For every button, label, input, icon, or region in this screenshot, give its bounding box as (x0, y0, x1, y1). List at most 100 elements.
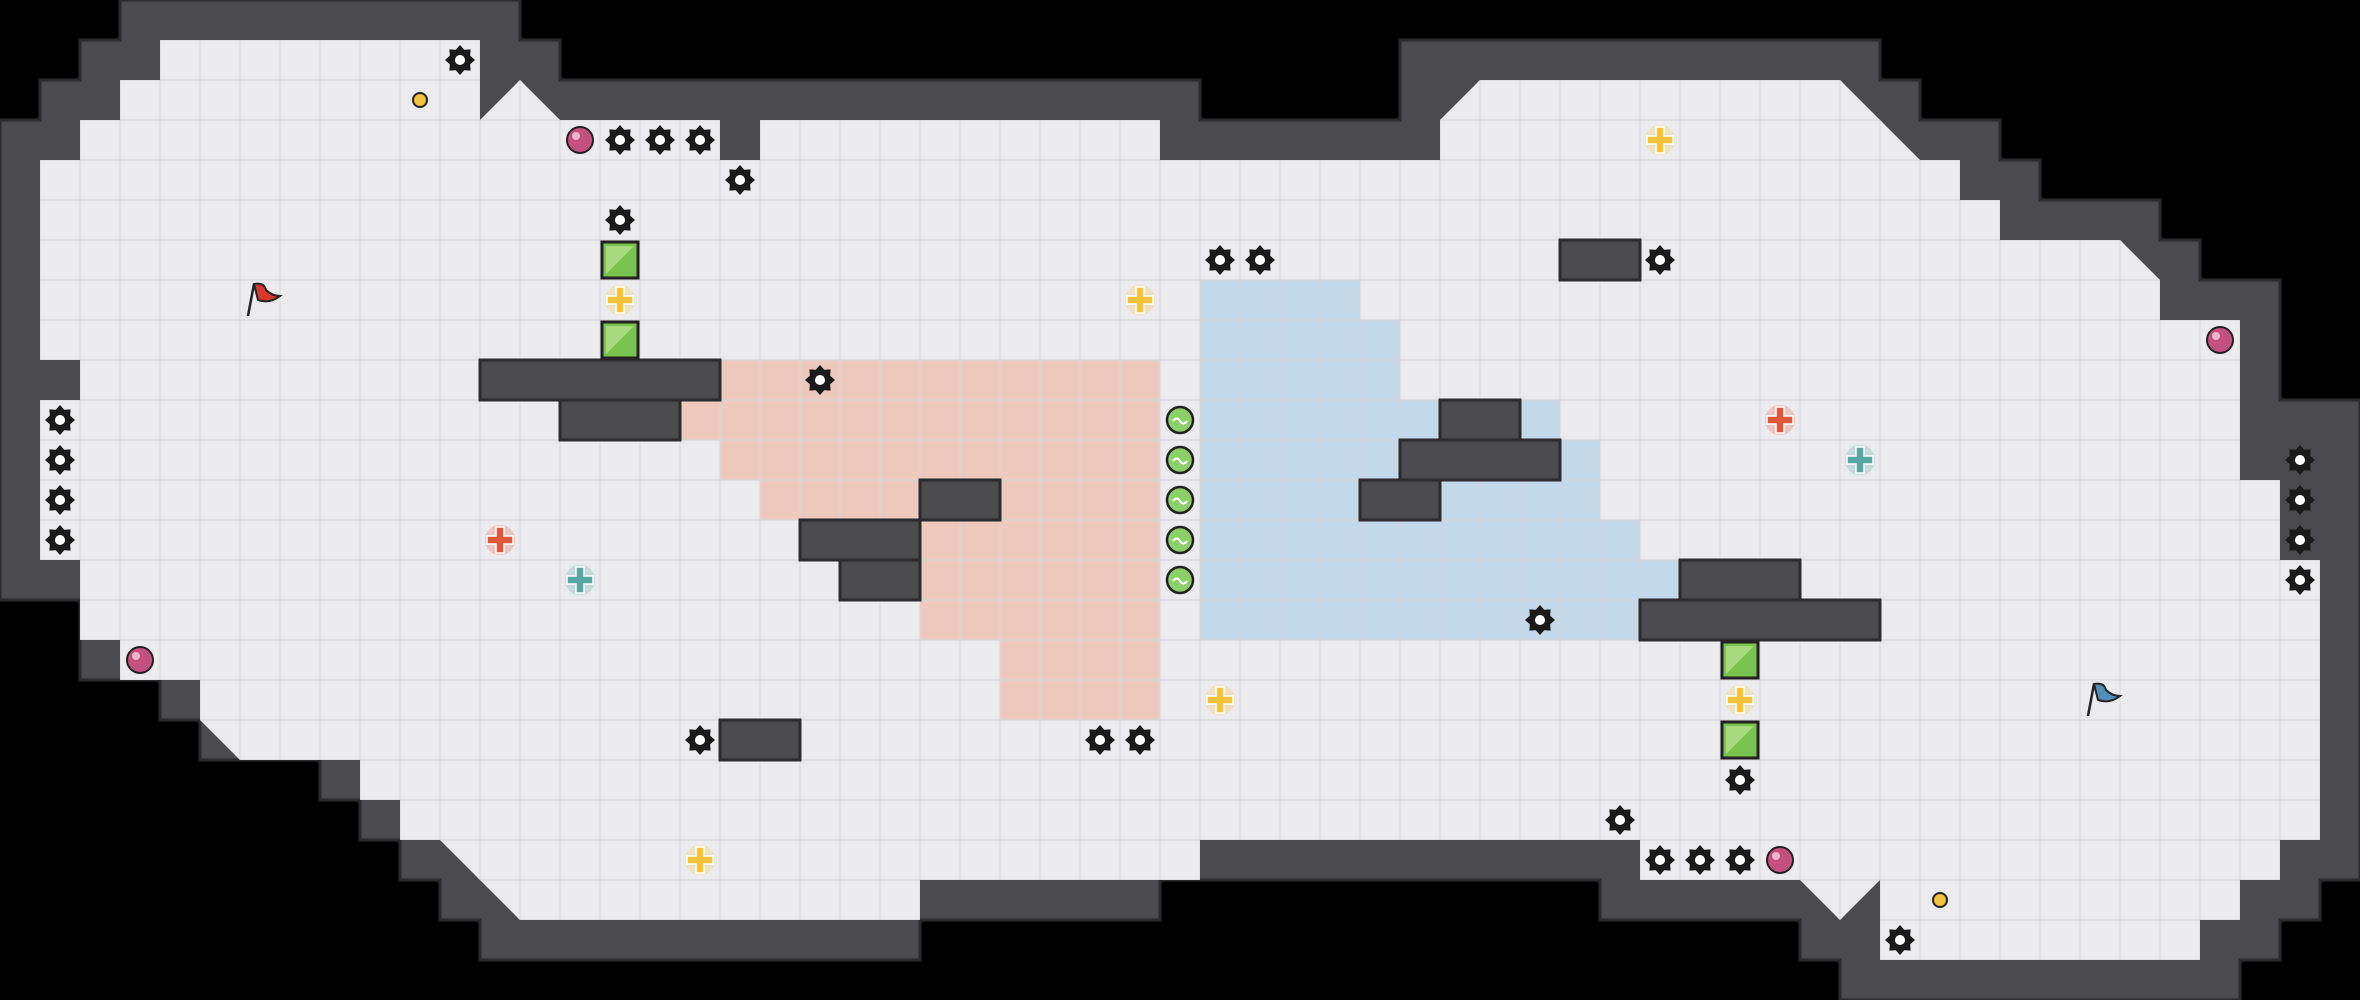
mine-core (1255, 255, 1265, 265)
spike-mine-icon (45, 525, 75, 555)
spike-mine-icon (445, 45, 475, 75)
spike-mine-icon (1125, 725, 1155, 755)
spike-mine-icon (1885, 925, 1915, 955)
flag-pole (246, 283, 256, 317)
plus-shape (566, 566, 594, 594)
gold-plus-icon[interactable] (1125, 285, 1155, 315)
spike-mine-icon (1205, 245, 1235, 275)
mine-core (2295, 575, 2305, 585)
gold-plus-icon[interactable] (685, 845, 715, 875)
plus-shape (606, 286, 634, 314)
orb-body (566, 126, 594, 154)
spike-mine-icon (1085, 725, 1115, 755)
spike-mine-icon (645, 125, 675, 155)
mine-core (615, 215, 625, 225)
gold-plus-icon[interactable] (1645, 125, 1675, 155)
crate-shine (606, 246, 634, 274)
coin-icon[interactable] (412, 92, 428, 108)
plus-shape (1126, 286, 1154, 314)
plus-shape (486, 526, 514, 554)
orb-body (2206, 326, 2234, 354)
mine-core (1655, 255, 1665, 265)
plus-shape (1726, 686, 1754, 714)
barrier-disk-icon (1165, 565, 1195, 595)
spike-mine-icon (685, 725, 715, 755)
coin-icon[interactable] (1932, 892, 1948, 908)
blue-flag-icon[interactable] (2086, 682, 2123, 717)
disk-wave (1172, 577, 1188, 585)
crate-shine (1726, 646, 1754, 674)
green-crate[interactable] (600, 320, 640, 360)
mine-core (2295, 495, 2305, 505)
power-orb-icon[interactable] (566, 126, 594, 154)
green-crate[interactable] (600, 240, 640, 280)
mine-core (455, 55, 465, 65)
barrier-disk-icon (1165, 405, 1195, 435)
orb-shine (132, 652, 140, 660)
mine-core (55, 495, 65, 505)
mine-core (1135, 735, 1145, 745)
red-plus-icon[interactable] (485, 525, 515, 555)
power-orb-icon[interactable] (2206, 326, 2234, 354)
spike-mine-icon (1645, 845, 1675, 875)
red-flag-icon[interactable] (246, 282, 283, 317)
wall-block (798, 518, 922, 562)
orb-shine (2212, 332, 2220, 340)
mine-core (1695, 855, 1705, 865)
blue-plus-icon[interactable] (565, 565, 595, 595)
green-crate[interactable] (1720, 720, 1760, 760)
spike-mine-icon (1605, 805, 1635, 835)
green-crate[interactable] (1720, 640, 1760, 680)
mine-core (55, 535, 65, 545)
wall-block (918, 478, 1002, 522)
barrier-disk-icon (1165, 445, 1195, 475)
gold-plus-icon[interactable] (1725, 685, 1755, 715)
plus-shape (1206, 686, 1234, 714)
mine-core (695, 735, 705, 745)
blue-plus-icon[interactable] (1845, 445, 1875, 475)
mine-core (815, 375, 825, 385)
plus-shape (1646, 126, 1674, 154)
crate-shine (1726, 726, 1754, 754)
wall-block (558, 398, 682, 442)
barrier-disk-icon (1165, 485, 1195, 515)
spike-mine-icon (725, 165, 755, 195)
mine-core (1215, 255, 1225, 265)
spike-mine-icon (805, 365, 835, 395)
spike-mine-icon (2285, 445, 2315, 475)
barrier-disk-icon (1165, 525, 1195, 555)
mine-core (695, 135, 705, 145)
plus-shape (1766, 406, 1794, 434)
spike-mine-icon (685, 125, 715, 155)
gold-plus-icon[interactable] (605, 285, 635, 315)
spike-mine-icon (2285, 485, 2315, 515)
mine-core (1095, 735, 1105, 745)
power-orb-icon[interactable] (1766, 846, 1794, 874)
orb-shine (572, 132, 580, 140)
mine-core (615, 135, 625, 145)
mine-core (655, 135, 665, 145)
flag-cloth (252, 282, 283, 303)
wall-block (1398, 438, 1562, 482)
disk-wave (1172, 537, 1188, 545)
orb-shine (1772, 852, 1780, 860)
plus-shape (686, 846, 714, 874)
spike-mine-icon (2285, 565, 2315, 595)
wall-block (1358, 478, 1442, 522)
spike-mine-icon (45, 405, 75, 435)
flag-pole (2086, 683, 2096, 717)
spike-mine-icon (1525, 605, 1555, 635)
red-plus-icon[interactable] (1765, 405, 1795, 435)
spike-mine-icon (605, 205, 635, 235)
wall-block (1678, 558, 1802, 602)
gold-plus-icon[interactable] (1205, 685, 1235, 715)
mine-core (2295, 535, 2305, 545)
spike-mine-icon (45, 485, 75, 515)
plus-shape (1846, 446, 1874, 474)
orb-body (126, 646, 154, 674)
mine-core (1895, 935, 1905, 945)
power-orb-icon[interactable] (126, 646, 154, 674)
spike-mine-icon (1685, 845, 1715, 875)
disk-wave (1172, 417, 1188, 425)
